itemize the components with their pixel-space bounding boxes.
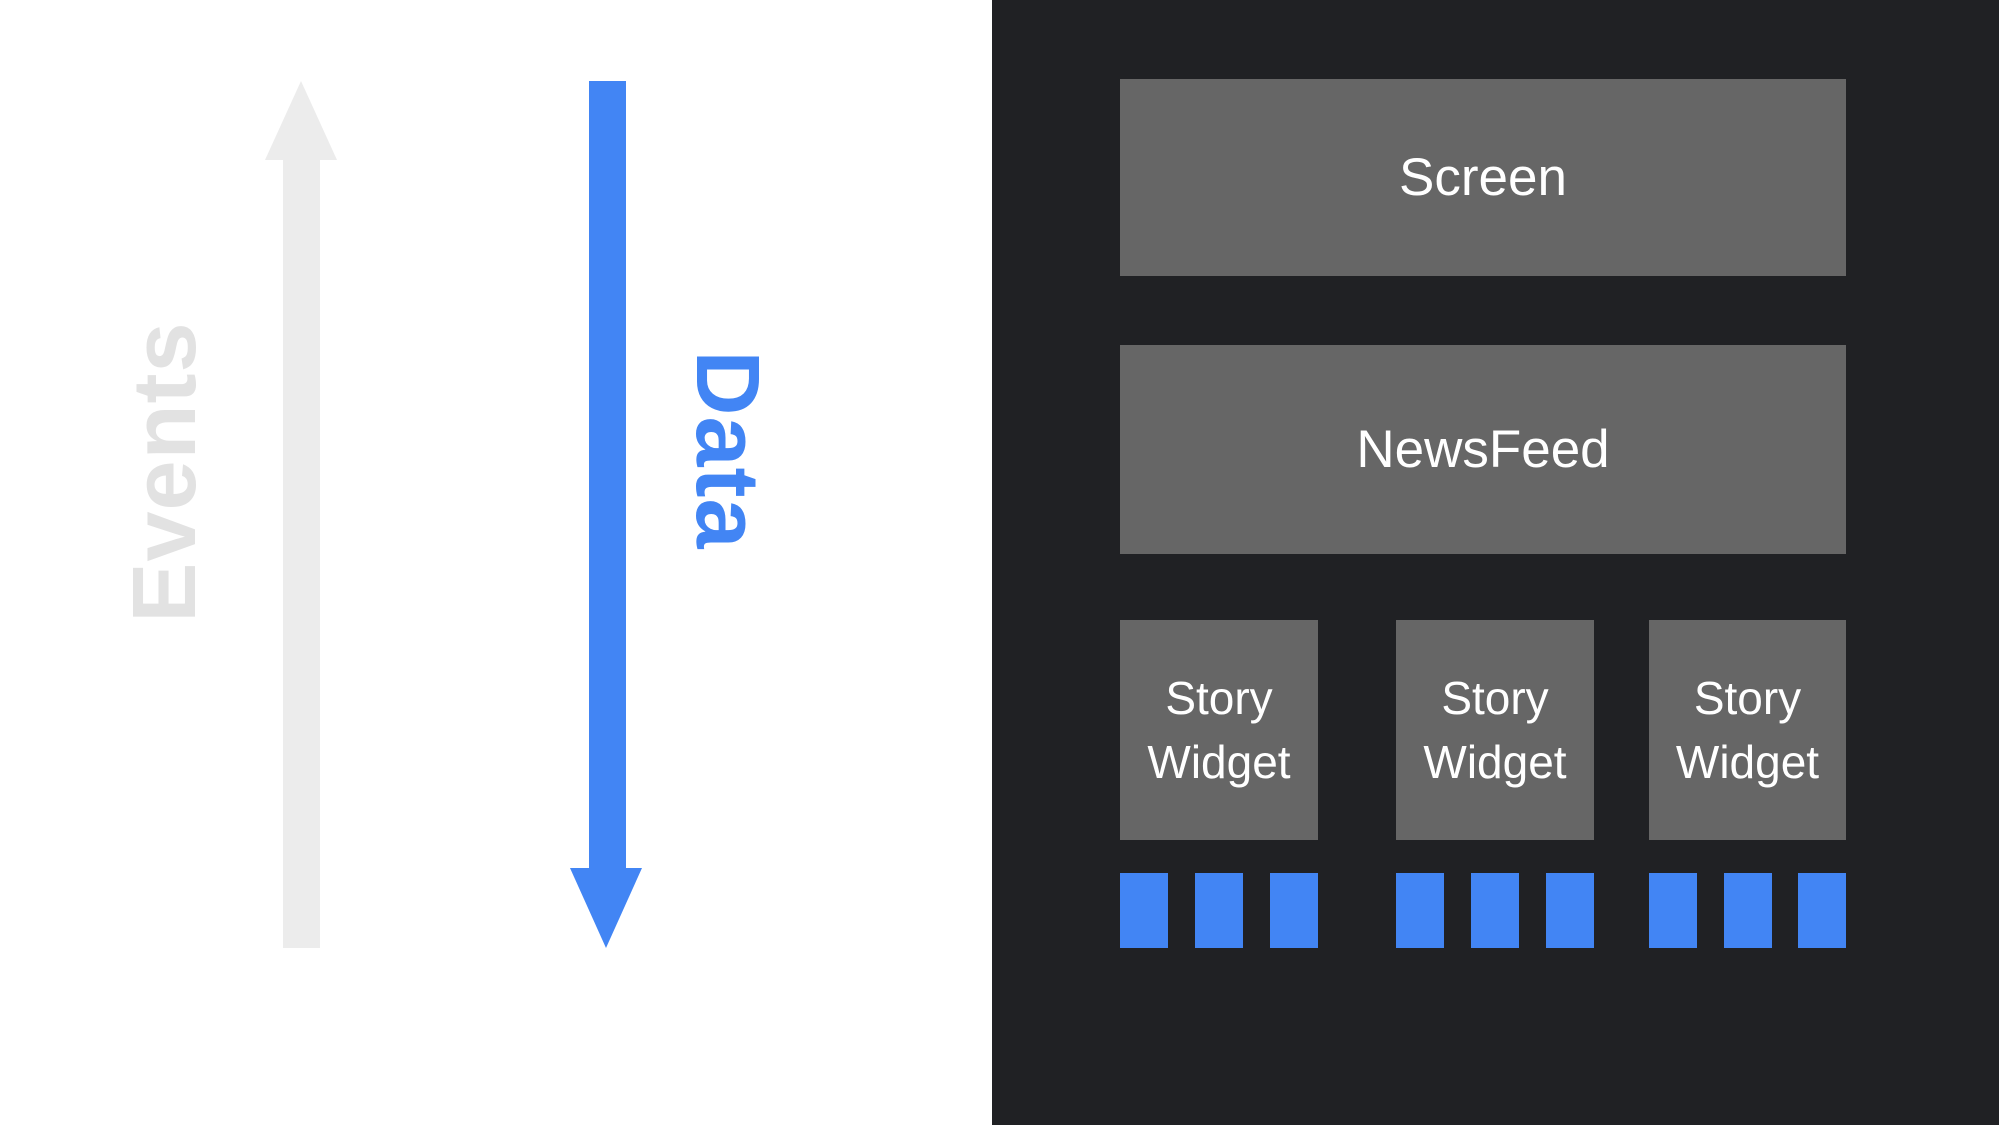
data-item-square	[1723, 873, 1772, 948]
data-item-square	[1546, 873, 1594, 948]
up-arrow-shaft	[283, 159, 320, 948]
story-data-squares	[1120, 873, 1318, 948]
data-item-square	[1396, 873, 1444, 948]
data-item-square	[1195, 873, 1243, 948]
data-item-square	[1798, 873, 1846, 948]
flow-section: Events Data	[0, 0, 992, 1125]
story-widget-label: Story Widget	[1675, 672, 1820, 788]
data-label: Data	[677, 350, 777, 550]
events-label: Events	[115, 321, 215, 623]
data-item-square	[1649, 873, 1697, 948]
down-arrow-shaft	[589, 81, 626, 869]
story-widget-label: Story Widget	[1147, 672, 1291, 788]
story-widget-label: Story Widget	[1423, 672, 1567, 788]
data-item-square	[1471, 873, 1519, 948]
down-arrow-head	[570, 868, 642, 948]
story-widget-box: Story Widget	[1396, 620, 1594, 840]
screen-widget-label: Screen	[1399, 148, 1567, 207]
story-data-squares	[1649, 873, 1846, 948]
data-item-square	[1270, 873, 1318, 948]
screen-widget-box: Screen	[1120, 79, 1846, 276]
story-data-squares	[1396, 873, 1594, 948]
widget-tree-panel: Screen NewsFeed Story Widget Story Widge…	[992, 0, 1999, 1125]
up-arrow-head	[265, 81, 337, 160]
story-widget-box: Story Widget	[1120, 620, 1318, 840]
newsfeed-widget-label: NewsFeed	[1356, 420, 1610, 479]
data-item-square	[1120, 873, 1168, 948]
newsfeed-widget-box: NewsFeed	[1120, 345, 1846, 554]
story-widget-box: Story Widget	[1649, 620, 1846, 840]
